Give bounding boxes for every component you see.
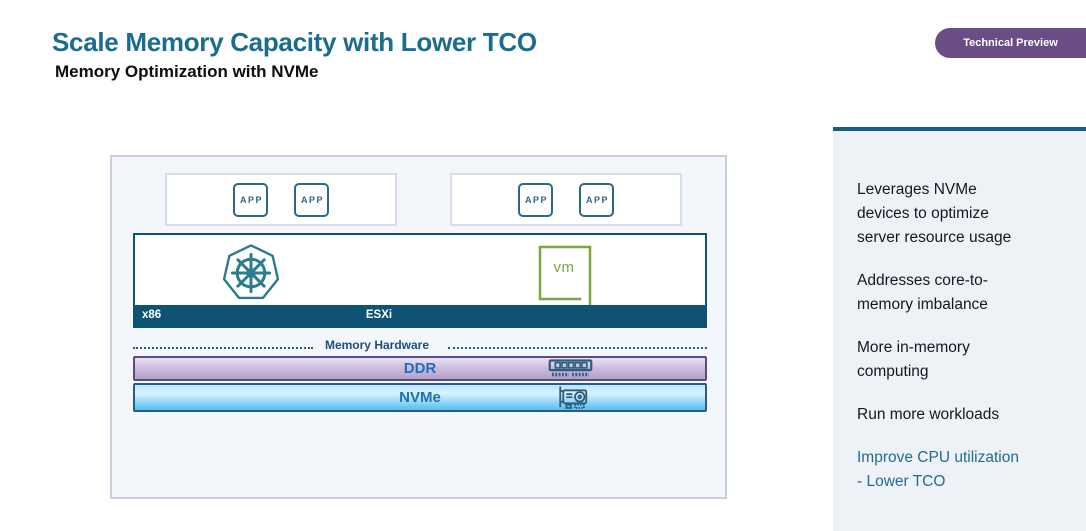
ddr-label: DDR: [403, 360, 437, 377]
esxi-host-box: vm x86 ESXi: [133, 233, 707, 328]
app-box: APP: [294, 182, 329, 217]
benefit-item: More in-memory computing: [857, 339, 970, 380]
app-group-vms: APP APP: [450, 173, 682, 226]
ram-module-icon: [548, 359, 593, 377]
memory-hardware-label: Memory Hardware: [324, 338, 430, 352]
badge-label: Technical Preview: [963, 37, 1058, 49]
nvme-layer: NVMe: [133, 383, 707, 412]
app-box: APP: [233, 182, 268, 217]
esxi-label: ESXi: [365, 309, 393, 321]
vm-label: vm: [553, 259, 575, 276]
ddr-layer: DDR: [133, 356, 707, 381]
app-group-containers: APP APP: [165, 173, 397, 226]
esxi-bar: x86 ESXi: [135, 305, 705, 326]
nvme-label: NVMe: [399, 389, 441, 406]
page-subtitle: Memory Optimization with NVMe: [55, 62, 319, 81]
nvme-pcie-card-icon: [559, 386, 588, 409]
benefit-item: Run more workloads: [857, 406, 1000, 423]
app-box: APP: [518, 182, 553, 217]
vm-icon: [538, 245, 592, 309]
benefits-sidebar: Leverages NVMe devices to optimize serve…: [833, 127, 1086, 531]
x86-label: x86: [142, 309, 162, 321]
technical-preview-badge: Technical Preview: [935, 28, 1086, 58]
kubernetes-helm-icon: [222, 244, 280, 300]
benefit-item-highlighted: Improve CPU utilization - Lower TCO: [857, 449, 1019, 490]
architecture-diagram: APP APP APP APP: [110, 155, 727, 499]
benefit-item: Leverages NVMe devices to optimize serve…: [857, 181, 1012, 246]
benefit-item: Addresses core-to-memory imbalance: [857, 272, 988, 313]
app-box: APP: [579, 182, 614, 217]
dotted-divider-right: [448, 347, 707, 349]
dotted-divider-left: [133, 347, 313, 349]
page-title: Scale Memory Capacity with Lower TCO: [52, 27, 537, 57]
